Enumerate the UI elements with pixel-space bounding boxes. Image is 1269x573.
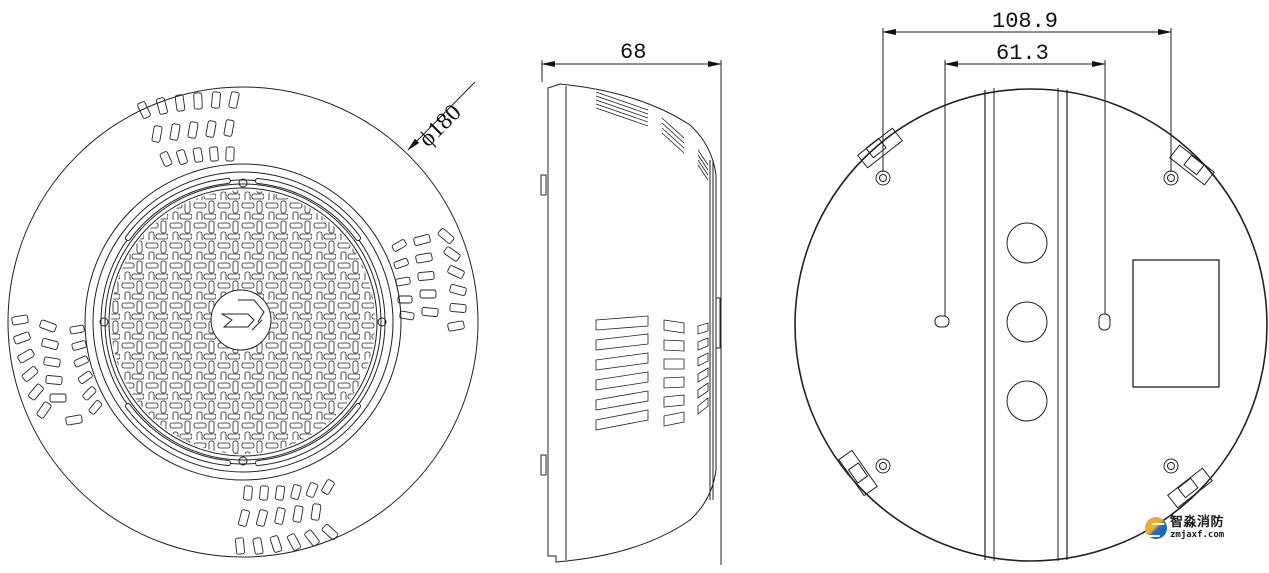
back-housing — [794, 88, 1268, 562]
mounting-slot — [1098, 313, 1111, 331]
vent-slots — [11, 91, 467, 555]
back-view — [794, 28, 1268, 562]
front-view: ϕ180 — [7, 81, 479, 558]
diameter-leader — [407, 81, 476, 151]
mounting-clip — [857, 127, 903, 169]
mounting-outer-label: 108.9 — [992, 9, 1058, 34]
label-plate — [1132, 259, 1220, 388]
zm-logo-icon — [1145, 517, 1167, 539]
watermark-title: 智淼消防 — [1170, 515, 1225, 530]
outer-housing — [7, 86, 479, 558]
watermark: 智淼消防 zmjaxf.com — [1145, 516, 1224, 540]
mounting-slot — [934, 315, 950, 328]
mounting-inner-label: 61.3 — [996, 41, 1049, 66]
brand-logo-icon — [210, 289, 272, 351]
mounting-clip — [838, 449, 878, 497]
watermark-url: zmjaxf.com — [1170, 530, 1225, 540]
diameter-label: ϕ180 — [414, 99, 467, 152]
knockout-hole — [1006, 222, 1048, 264]
mounting-clip — [1167, 467, 1213, 509]
knockout-hole — [1006, 301, 1048, 343]
side-view — [540, 60, 722, 565]
height-label: 68 — [620, 40, 646, 65]
mounting-clip — [1169, 144, 1215, 186]
knockout-hole — [1006, 380, 1048, 422]
